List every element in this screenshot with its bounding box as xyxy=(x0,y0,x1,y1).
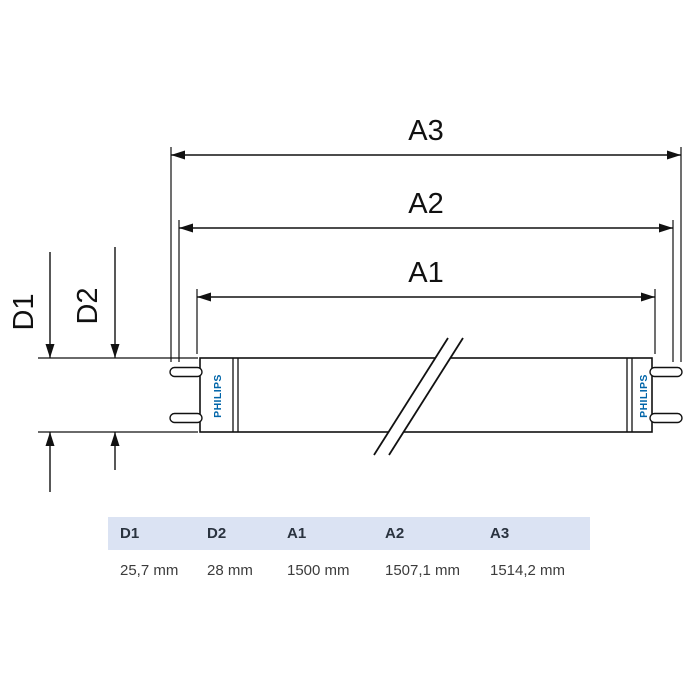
left-pin-bottom xyxy=(169,412,203,424)
d1-arrow-bottom xyxy=(45,432,55,446)
spec-table-header-row: D1 D2 A1 A2 A3 xyxy=(108,517,590,550)
right-pin-bottom xyxy=(649,412,683,424)
spec-value-a3: 1514,2 mm xyxy=(490,562,566,579)
spec-table: D1 D2 A1 A2 A3 25,7 mm 28 mm 1500 mm 150… xyxy=(108,517,590,588)
spec-header-a2: A2 xyxy=(385,525,405,542)
spec-table-values-row: 25,7 mm 28 mm 1500 mm 1507,1 mm 1514,2 m… xyxy=(108,550,590,588)
dim-a2: A2 xyxy=(178,188,674,362)
a2-label: A2 xyxy=(408,188,443,220)
spec-value-d2: 28 mm xyxy=(207,562,253,579)
a1-label: A1 xyxy=(408,257,443,289)
a3-arrow-right xyxy=(667,150,681,160)
left-pin-top xyxy=(169,366,203,378)
spec-value-d1: 25,7 mm xyxy=(120,562,179,579)
a1-arrow-left xyxy=(197,292,211,302)
break-slash-right xyxy=(388,337,464,456)
spec-value-a2: 1507,1 mm xyxy=(385,562,461,579)
d2-arrow-bottom xyxy=(110,432,120,446)
break-gap xyxy=(374,338,463,455)
spec-header-d1: D1 xyxy=(120,525,140,542)
a1-arrow-right xyxy=(641,292,655,302)
d1-label: D1 xyxy=(8,293,40,330)
dim-a3: A3 xyxy=(170,115,682,362)
dim-a1: A1 xyxy=(196,257,656,354)
d2-arrow-top xyxy=(110,344,120,358)
a2-arrow-left xyxy=(179,223,193,233)
brand-wordmark-right: PHILIPS xyxy=(638,374,650,418)
spec-header-d2: D2 xyxy=(207,525,227,542)
spec-header-a3: A3 xyxy=(490,525,510,542)
right-pin-top xyxy=(649,366,683,378)
d2-label: D2 xyxy=(72,287,104,324)
brand-wordmark-left: PHILIPS xyxy=(212,374,224,418)
tube-lamp: PHILIPS PHILIPS xyxy=(169,337,683,456)
a2-arrow-right xyxy=(659,223,673,233)
dim-d1: D1 xyxy=(8,252,55,492)
d1-arrow-top xyxy=(45,344,55,358)
a3-arrow-left xyxy=(171,150,185,160)
spec-value-a1: 1500 mm xyxy=(287,562,350,579)
dim-d2: D2 xyxy=(72,247,120,470)
spec-header-a1: A1 xyxy=(287,525,307,542)
break-slash-left xyxy=(373,337,449,456)
a3-label: A3 xyxy=(408,115,443,147)
